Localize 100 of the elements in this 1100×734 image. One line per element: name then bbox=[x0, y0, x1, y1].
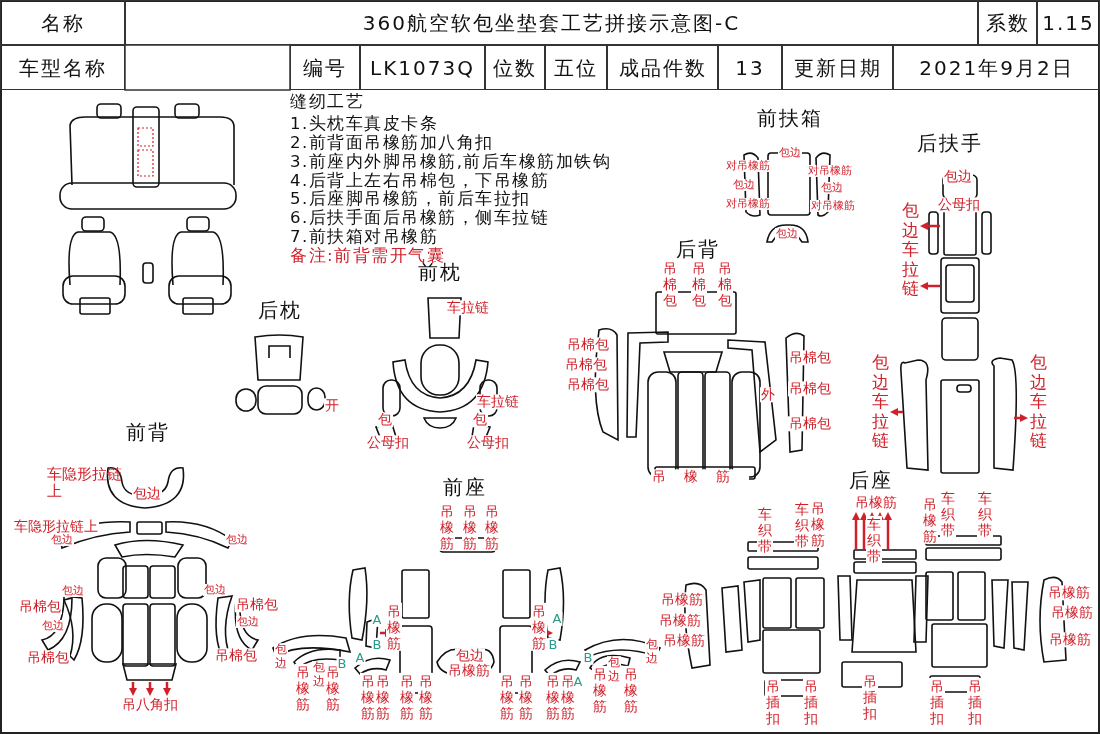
instruction-line: 缝纫工艺 bbox=[290, 92, 364, 112]
instruction-line: 1.头枕车真皮卡条 bbox=[290, 114, 439, 134]
annotation-label: 吊橡筋 bbox=[499, 672, 515, 722]
annotation-label: 吊棉包 bbox=[788, 381, 832, 397]
annotation-label: 对吊橡筋 bbox=[810, 199, 856, 213]
annotation-label: 包边 bbox=[943, 169, 973, 185]
annotation-label: 吊棉包 bbox=[788, 350, 832, 366]
annotation-label: 吊棉包 bbox=[788, 416, 832, 432]
annotation-label: 吊橡筋 bbox=[922, 495, 938, 545]
annotation-label: 吊棉包 bbox=[566, 337, 610, 353]
annotation-label: 开 bbox=[324, 398, 340, 414]
annotation-label: 车织带 bbox=[757, 505, 773, 555]
marker-letter: B bbox=[582, 650, 594, 666]
annotation-label: 吊橡筋 bbox=[592, 665, 608, 715]
annotation-label: 吊橡筋 bbox=[531, 602, 547, 652]
annotation-label: 车织带 bbox=[977, 489, 993, 539]
marker-letter: A bbox=[551, 611, 563, 627]
annotation-label: 吊插扣 bbox=[862, 672, 878, 722]
annotation-label: 包边车拉链 bbox=[900, 201, 920, 299]
annotation-label: 吊橡筋 bbox=[660, 592, 704, 608]
annotation-label: 吊橡筋 bbox=[518, 672, 534, 722]
annotation-label: 包 bbox=[472, 412, 488, 428]
marker-letter: A bbox=[354, 650, 366, 666]
annotation-label: 吊橡筋 bbox=[360, 672, 376, 722]
annotation-label: 包边 bbox=[607, 656, 621, 684]
annotation-label: 包边车拉链 bbox=[1028, 353, 1048, 451]
annotation-label: 吊橡筋 bbox=[651, 469, 749, 485]
section-heading: 后枕 bbox=[258, 299, 302, 321]
annotation-label: 包边 bbox=[274, 643, 288, 671]
section-heading: 后座 bbox=[849, 469, 893, 491]
annotation-label: 吊插扣 bbox=[765, 677, 781, 727]
instruction-line: 7.前扶箱对吊橡筋 bbox=[290, 227, 439, 247]
annotation-label: 包边 bbox=[132, 486, 162, 502]
annotation-label: 包边 bbox=[41, 619, 65, 633]
annotation-label: 吊棉包 bbox=[662, 259, 678, 309]
annotation-label: 公母扣 bbox=[366, 435, 410, 451]
section-heading: 前扶箱 bbox=[757, 107, 823, 129]
annotation-label: 吊橡筋 bbox=[545, 672, 561, 722]
annotation-label: 吊橡筋 bbox=[810, 499, 826, 549]
annotation-label: 吊棉包 bbox=[235, 597, 279, 613]
instruction-line: 6.后扶手面后吊橡筋，侧车拉链 bbox=[290, 208, 550, 228]
annotation-label: 包 bbox=[377, 412, 393, 428]
annotation-label: 包边 bbox=[203, 583, 227, 597]
annotation-label: 包边 bbox=[50, 533, 74, 547]
annotation-label: 吊插扣 bbox=[929, 677, 945, 727]
annotation-label: 对吊橡筋 bbox=[725, 197, 771, 211]
table-cell: 成品件数 bbox=[607, 45, 718, 90]
annotation-label: 吊橡筋 bbox=[439, 502, 455, 552]
annotation-label: 吊橡筋 bbox=[386, 602, 402, 652]
annotation-label: 吊橡筋 bbox=[418, 672, 434, 722]
annotation-label: 包边 bbox=[775, 227, 799, 241]
annotation-label: 吊八角扣 bbox=[121, 697, 179, 713]
table-cell: 系数 bbox=[978, 0, 1037, 45]
annotation-label: 吊棉包 bbox=[564, 357, 608, 373]
annotation-label: 公母扣 bbox=[466, 435, 510, 451]
annotation-label: 车拉链 bbox=[446, 300, 490, 316]
table-cell: 2021年9月2日 bbox=[893, 45, 1100, 90]
annotation-label: 包边 bbox=[225, 533, 249, 547]
annotation-label: 包边 bbox=[820, 181, 844, 195]
table-cell: 更新日期 bbox=[782, 45, 893, 90]
annotation-label: 包边 bbox=[236, 615, 260, 629]
section-heading: 前背 bbox=[126, 421, 170, 443]
annotation-label: 吊橡筋 bbox=[399, 672, 415, 722]
annotation-label: 外 bbox=[760, 387, 776, 403]
annotation-label: 吊橡筋 bbox=[447, 663, 491, 679]
annotation-label: 吊橡筋 bbox=[623, 665, 639, 715]
annotation-label: 车织带 bbox=[794, 500, 810, 550]
instruction-line: 2.前背面吊橡筋加八角扣 bbox=[290, 133, 494, 152]
annotation-label: 对吊橡筋 bbox=[725, 159, 771, 173]
annotation-label: 车织带 bbox=[866, 515, 882, 565]
table-cell: 13 bbox=[718, 45, 782, 90]
instruction-line: 5.后座脚吊橡筋，前后车拉扣 bbox=[290, 189, 531, 208]
annotation-label: 吊插扣 bbox=[803, 677, 819, 727]
annotation-label: 吊橡筋 bbox=[658, 613, 702, 629]
annotation-label: 吊棉包 bbox=[26, 650, 70, 666]
annotation-label: 包边 bbox=[732, 178, 756, 192]
annotation-label: 包边车拉链 bbox=[870, 353, 890, 451]
annotation-label: 车织带 bbox=[940, 489, 956, 539]
table-cell: 位数 bbox=[485, 45, 545, 90]
annotation-label: 吊橡筋 bbox=[1048, 632, 1092, 648]
annotation-label: 吊橡筋 bbox=[462, 502, 478, 552]
table-cell: LK1073Q bbox=[360, 45, 485, 90]
annotation-label: 公母扣 bbox=[937, 197, 981, 213]
annotation-label: 吊插扣 bbox=[967, 677, 983, 727]
annotation-label: 包边 bbox=[645, 638, 659, 666]
section-heading: 后背 bbox=[676, 238, 720, 260]
annotation-label: 吊橡筋 bbox=[1047, 585, 1091, 601]
table-cell: 五位 bbox=[545, 45, 607, 90]
table-cell: 名称 bbox=[0, 0, 125, 45]
annotation-label: 吊棉包 bbox=[18, 599, 62, 615]
table-cell: 1.15 bbox=[1037, 0, 1100, 45]
marker-letter: A bbox=[371, 612, 383, 628]
instruction-line: 3.前座内外脚吊橡筋,前后车橡筋加铁钩 bbox=[290, 152, 612, 172]
annotation-label: 吊橡筋 bbox=[295, 663, 311, 713]
annotation-label: 吊棉包 bbox=[214, 648, 258, 664]
table-cell: 车型名称 bbox=[0, 45, 125, 90]
instruction-line: 4.后背上左右吊棉包，下吊橡筋 bbox=[290, 171, 550, 190]
annotation-label: 包边 bbox=[455, 648, 485, 664]
annotation-label: 吊棉包 bbox=[691, 259, 707, 309]
annotation-label: 吊橡筋 bbox=[854, 495, 898, 511]
